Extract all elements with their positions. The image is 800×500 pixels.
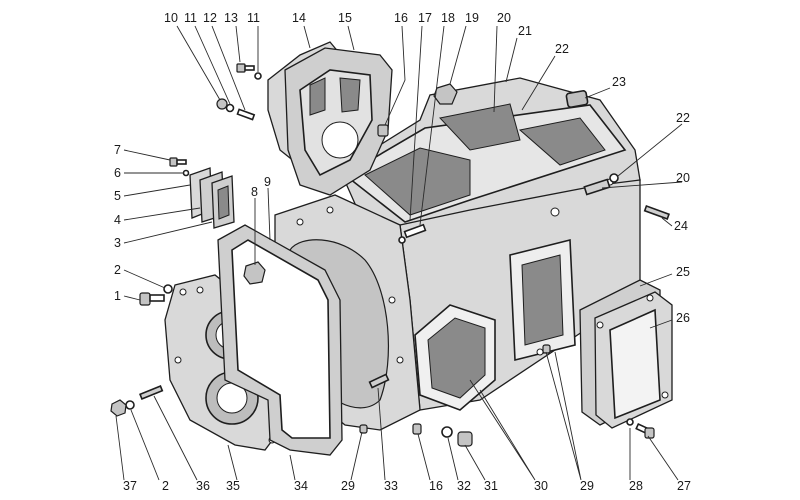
callout-30: 30: [534, 479, 548, 493]
callout-14: 14: [292, 11, 306, 25]
side-cover: [579, 279, 673, 429]
callout-22a: 22: [555, 42, 569, 56]
callout-29b: 29: [341, 479, 355, 493]
callout-13: 13: [224, 11, 238, 25]
callout-24: 24: [674, 219, 688, 233]
callout-23: 23: [612, 75, 626, 89]
callout-2: 2: [114, 263, 121, 277]
callout-17: 17: [418, 11, 432, 25]
callout-labels: 1 2 3 4 5 6 7 8 9 10 11 12 13 11 14 15 1…: [114, 11, 691, 493]
callout-29a: 29: [580, 479, 594, 493]
callout-32: 32: [457, 479, 471, 493]
callout-9: 9: [264, 175, 271, 189]
leader-lines: [115, 25, 683, 481]
callout-36: 36: [196, 479, 210, 493]
callout-16b: 16: [429, 479, 443, 493]
callout-11a: 11: [184, 11, 197, 25]
callout-20b: 20: [676, 171, 690, 185]
small-cover-stack: [189, 167, 235, 229]
callout-7: 7: [114, 143, 121, 157]
callout-1: 1: [114, 289, 121, 303]
callout-22b: 22: [676, 111, 690, 125]
callout-28: 28: [629, 479, 643, 493]
callout-10: 10: [164, 11, 178, 25]
callout-19: 19: [465, 11, 479, 25]
callout-5: 5: [114, 189, 121, 203]
callout-11b: 11: [247, 11, 260, 25]
callout-34: 34: [294, 479, 308, 493]
callout-27: 27: [677, 479, 691, 493]
callout-25: 25: [676, 265, 690, 279]
callout-20a: 20: [497, 11, 511, 25]
callout-2b: 2: [162, 479, 169, 493]
callout-8: 8: [251, 185, 258, 199]
callout-6: 6: [114, 166, 121, 180]
callout-33: 33: [384, 479, 398, 493]
callout-12: 12: [203, 11, 217, 25]
callout-37: 37: [123, 479, 137, 493]
main-housing: [274, 77, 641, 431]
callout-26: 26: [676, 311, 690, 325]
callout-31: 31: [484, 479, 498, 493]
callout-3: 3: [114, 236, 121, 250]
callout-4: 4: [114, 213, 121, 227]
callout-15: 15: [338, 11, 352, 25]
callout-35: 35: [226, 479, 240, 493]
callout-21: 21: [518, 24, 532, 38]
callout-18: 18: [441, 11, 455, 25]
callout-16a: 16: [394, 11, 408, 25]
top-cover-plate: [267, 41, 393, 196]
fasteners: [110, 63, 670, 447]
